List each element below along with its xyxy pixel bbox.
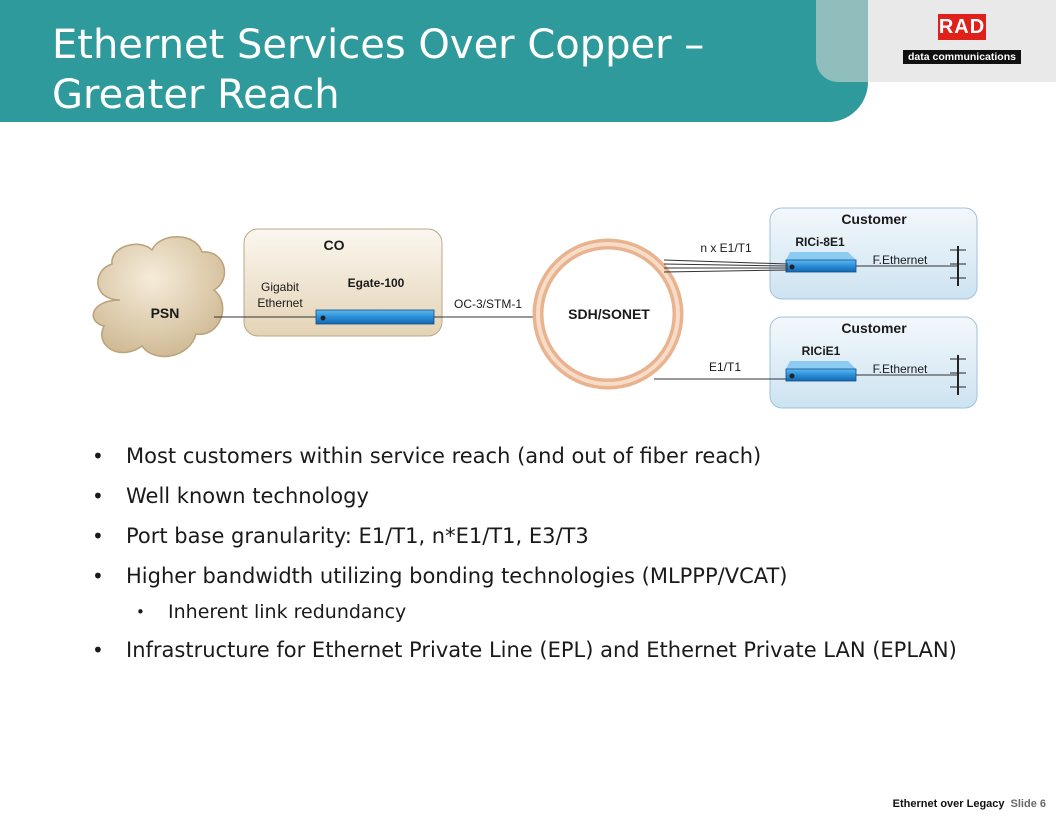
psn-cloud (92, 236, 226, 358)
bullet-item: Higher bandwidth utilizing bonding techn… (92, 560, 992, 592)
rad-logo-mark: RAD (938, 14, 986, 40)
co-title: CO (324, 237, 345, 253)
sub-bullet-item: Inherent link redundancy (92, 596, 992, 628)
title-banner (0, 0, 868, 122)
bullet-item: Well known technology (92, 480, 992, 512)
bullet-item: Most customers within service reach (and… (92, 440, 992, 472)
egate-label: Egate-100 (348, 276, 405, 290)
ring-label: SDH/SONET (568, 306, 650, 322)
bullet-list: Most customers within service reach (and… (92, 440, 992, 674)
customer2-title: Customer (841, 320, 907, 336)
footer-title: Ethernet over Legacy (892, 798, 1005, 810)
co-box (243, 228, 443, 337)
slide-number: Slide 6 (1010, 798, 1046, 810)
network-diagram: PSN CO Egate-100 Gigabit Ethernet OC-3/S… (92, 207, 978, 409)
gigabit-label-line2: Ethernet (257, 296, 303, 310)
ric8-label: RICi-8E1 (795, 235, 845, 249)
footer: Ethernet over Legacy Slide 6 (893, 798, 1046, 810)
rice1-device (785, 361, 857, 382)
psn-label: PSN (151, 305, 180, 321)
lan2-label: F.Ethernet (873, 362, 928, 376)
customer1-title: Customer (841, 211, 907, 227)
nxe1-link (663, 259, 789, 273)
slide-title: Ethernet Services Over Copper – Greater … (52, 22, 705, 118)
gigabit-label-line1: Gigabit (261, 280, 300, 294)
logo-area (868, 0, 1056, 82)
ric8-device (785, 252, 857, 273)
bullet-item: Port base granularity: E1/T1, n*E1/T1, E… (92, 520, 992, 552)
nxe1-label: n x E1/T1 (700, 241, 752, 255)
rad-logo-text: data communications (903, 50, 1021, 64)
lan1-label: F.Ethernet (873, 253, 928, 267)
uplink-label: OC-3/STM-1 (454, 297, 522, 311)
e1-label: E1/T1 (709, 360, 741, 374)
customer1-box (769, 207, 978, 300)
customer2-box (769, 316, 978, 409)
rice1-label: RICiE1 (802, 344, 841, 358)
bullet-item: Infrastructure for Ethernet Private Line… (92, 634, 992, 666)
egate-device (315, 309, 435, 325)
